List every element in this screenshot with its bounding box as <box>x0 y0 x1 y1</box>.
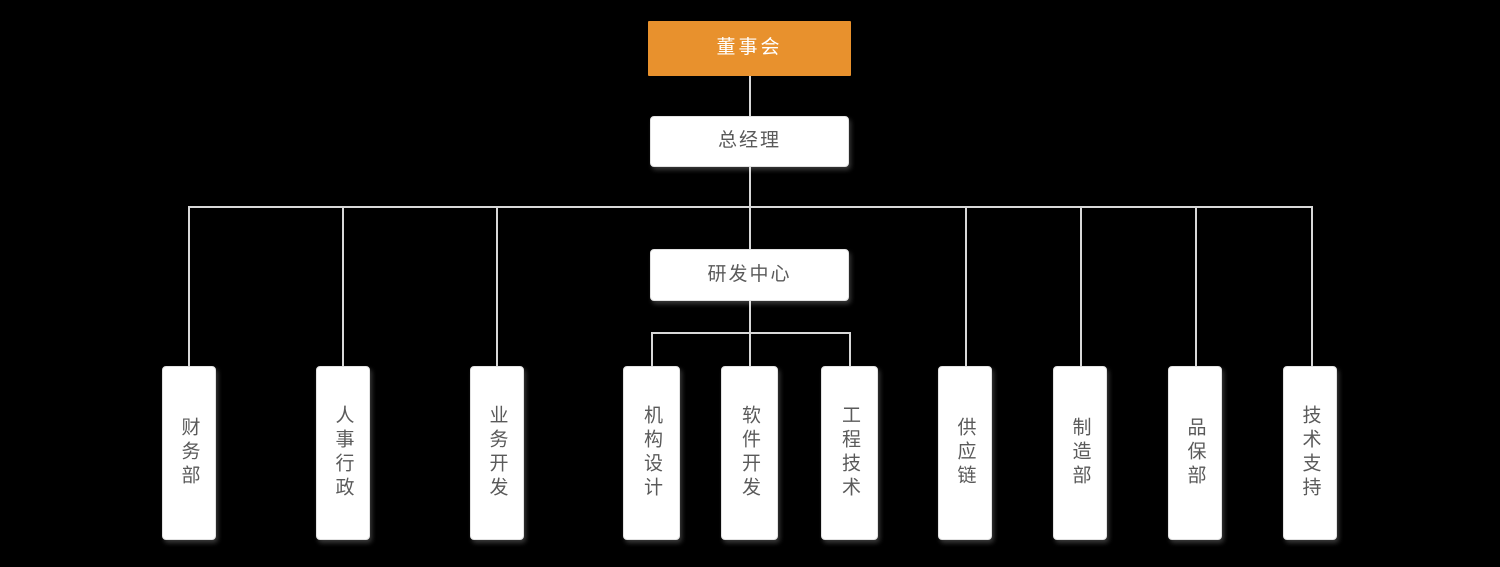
connector-drop-finance <box>188 206 190 366</box>
node-label-quality-assurance: 品保部 <box>1184 417 1206 489</box>
node-department-finance[interactable]: 财务部 <box>162 366 216 540</box>
node-board-of-directors[interactable]: 董事会 <box>648 21 851 76</box>
node-department-manufacturing[interactable]: 制造部 <box>1053 366 1107 540</box>
connector-board-to-gm <box>749 76 751 116</box>
node-label-board: 董事会 <box>716 37 783 59</box>
connector-rnd-bus <box>651 332 851 334</box>
node-label-rnd-center: 研发中心 <box>707 263 792 285</box>
node-rnd-center[interactable]: 研发中心 <box>650 249 849 301</box>
connector-drop-quality <box>1195 206 1197 366</box>
node-label-engineering-technology: 工程技术 <box>839 405 860 501</box>
node-label-business-development: 业务开发 <box>486 405 508 501</box>
node-label-hr-admin: 人事行政 <box>332 405 354 501</box>
node-label-supply-chain: 供应链 <box>954 417 976 489</box>
node-department-quality-assurance[interactable]: 品保部 <box>1168 366 1222 540</box>
connector-drop-mech <box>651 332 653 366</box>
connector-drop-support <box>1311 206 1313 366</box>
connector-drop-bizdev <box>496 206 498 366</box>
node-label-mechanical-design: 机构设计 <box>641 405 662 501</box>
connector-drop-software <box>749 332 751 366</box>
connector-drop-supply <box>965 206 967 366</box>
connector-rnd-stem <box>749 300 751 333</box>
node-department-supply-chain[interactable]: 供应链 <box>938 366 992 540</box>
node-department-business-development[interactable]: 业务开发 <box>470 366 524 540</box>
connector-drop-engineering <box>849 332 851 366</box>
node-department-engineering-technology[interactable]: 工程技术 <box>821 366 878 540</box>
node-department-mechanical-design[interactable]: 机构设计 <box>623 366 680 540</box>
node-label-general-manager: 总经理 <box>717 130 781 152</box>
node-department-software-development[interactable]: 软件开发 <box>721 366 778 540</box>
connector-gm-stem <box>749 166 751 207</box>
connector-drop-hr <box>342 206 344 366</box>
node-department-technical-support[interactable]: 技术支持 <box>1283 366 1337 540</box>
node-department-hr-admin[interactable]: 人事行政 <box>316 366 370 540</box>
node-label-software-development: 软件开发 <box>739 405 760 501</box>
connector-drop-rnd <box>749 206 751 249</box>
node-general-manager[interactable]: 总经理 <box>650 116 849 167</box>
node-label-finance: 财务部 <box>178 417 200 489</box>
connector-drop-manufacturing <box>1080 206 1082 366</box>
node-label-manufacturing: 制造部 <box>1069 417 1091 489</box>
node-label-technical-support: 技术支持 <box>1299 405 1321 501</box>
